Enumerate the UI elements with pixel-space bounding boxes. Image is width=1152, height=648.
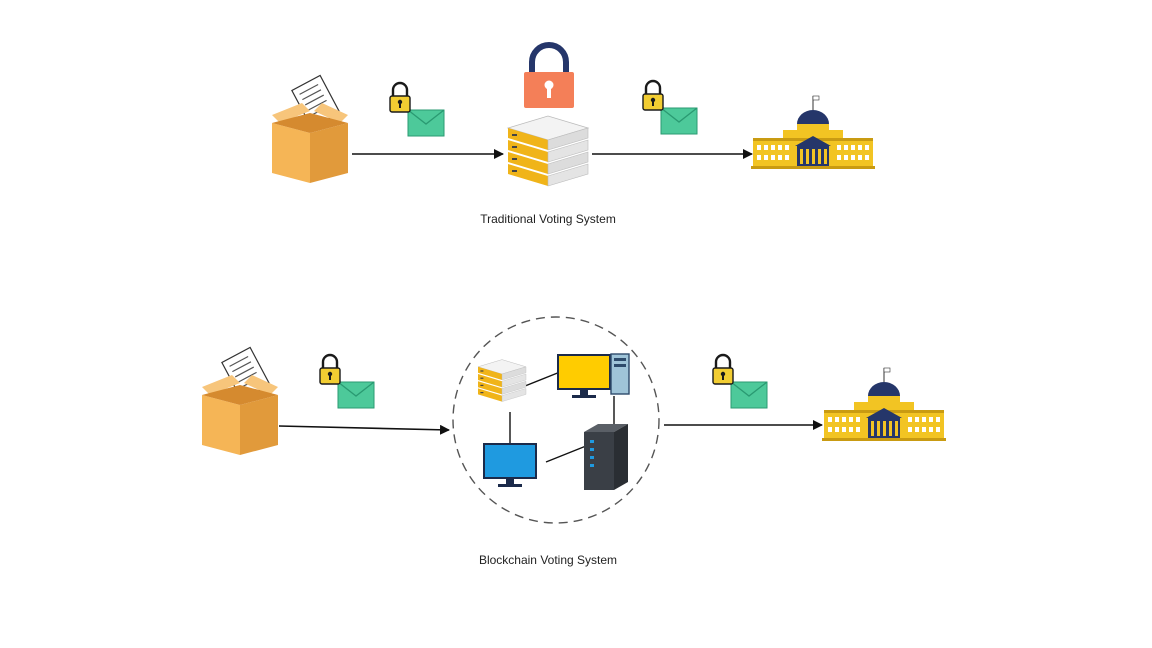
network-boundary [452, 316, 660, 524]
blockchain-voting-diagram: Blockchain Voting System [201, 316, 947, 567]
envelope-lock-icon [713, 355, 767, 408]
server-stack-icon [507, 115, 589, 187]
government-building-icon [750, 95, 876, 170]
blockchain-voting-caption: Blockchain Voting System [479, 553, 617, 567]
server-node-icon [477, 359, 527, 402]
traditional-voting-caption: Traditional Voting System [480, 212, 616, 226]
padlock-icon [524, 42, 574, 108]
ballot-box-icon [201, 346, 279, 456]
arrow-3 [278, 424, 450, 435]
envelope-lock-icon [320, 355, 374, 408]
yellow-monitor-icon [557, 354, 611, 399]
small-tower-icon [610, 353, 630, 395]
government-building-icon [821, 367, 947, 442]
distributed-network-icon [452, 316, 660, 524]
ballot-box-icon [271, 74, 349, 184]
envelope-lock-icon [643, 81, 697, 134]
blue-monitor-icon [483, 443, 537, 488]
traditional-voting-diagram: Traditional Voting System [271, 42, 876, 226]
envelope-lock-icon [390, 83, 444, 136]
server-tower-icon [584, 424, 628, 490]
